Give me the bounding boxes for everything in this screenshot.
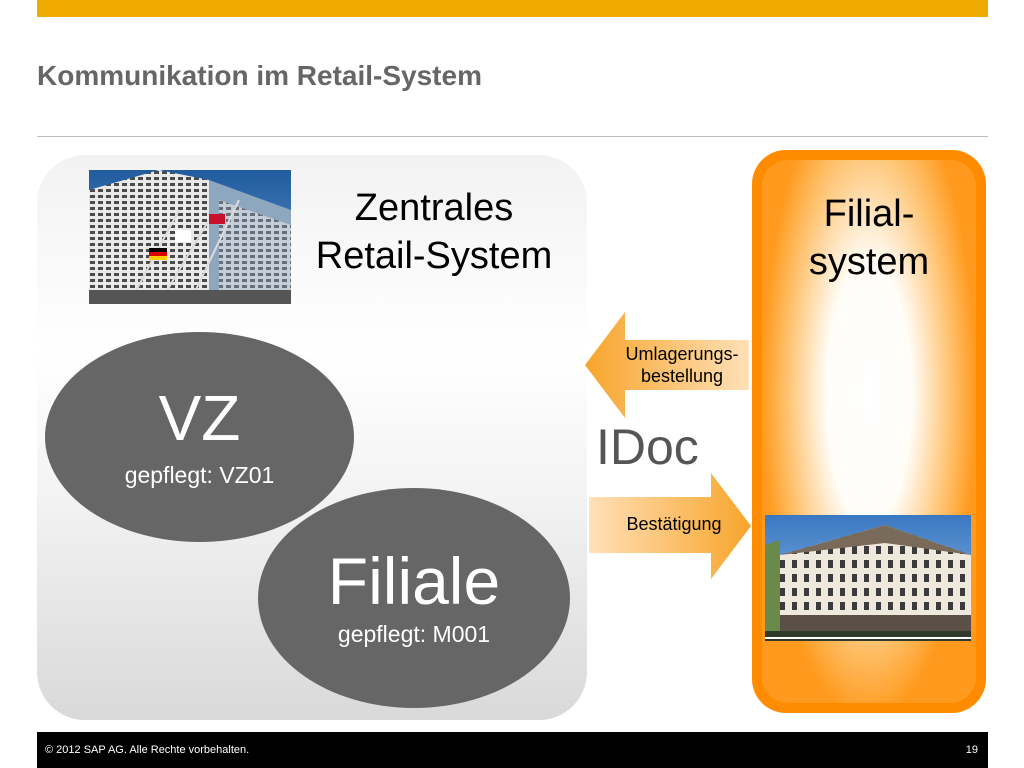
footer-copyright: © 2012 SAP AG. Alle Rechte vorbehalten. xyxy=(45,744,250,756)
central-system-title: Zentrales Retail-System xyxy=(296,184,572,280)
arrow-left-transfer-order xyxy=(585,312,749,418)
accent-bar xyxy=(37,0,988,17)
confirmation-label: Bestätigung xyxy=(626,514,722,534)
central-title-line2: Retail-System xyxy=(315,235,553,277)
branch-title-line2: system xyxy=(808,241,930,283)
filiale-maintained-label: gepflegt: M001 xyxy=(337,621,491,647)
filiale-label: Filiale xyxy=(327,544,501,618)
office-building-photo xyxy=(89,170,291,304)
transfer-order-label: Umlagerungs- bestellung xyxy=(610,343,754,387)
central-title-line1: Zentrales xyxy=(354,187,514,229)
title-divider xyxy=(37,136,988,137)
vz-ellipse: VZ gepflegt: VZ01 xyxy=(45,332,354,542)
transfer-order-line1: Umlagerungs- xyxy=(625,344,739,364)
branch-title-line1: Filial- xyxy=(823,193,915,235)
arrow-right-confirmation xyxy=(589,473,751,579)
transfer-order-line2: bestellung xyxy=(640,366,724,386)
vz-label: VZ xyxy=(158,382,241,454)
filiale-ellipse: Filiale gepflegt: M001 xyxy=(258,488,570,708)
hotel-building-photo xyxy=(765,515,971,641)
idoc-label: IDoc xyxy=(596,419,699,475)
branch-system-title: Filial- system xyxy=(752,190,986,286)
footer-bar: © 2012 SAP AG. Alle Rechte vorbehalten. … xyxy=(37,732,988,768)
slide-title: Kommunikation im Retail-System xyxy=(37,60,482,91)
vz-maintained-label: gepflegt: VZ01 xyxy=(124,462,275,488)
page-number: 19 xyxy=(965,744,978,756)
